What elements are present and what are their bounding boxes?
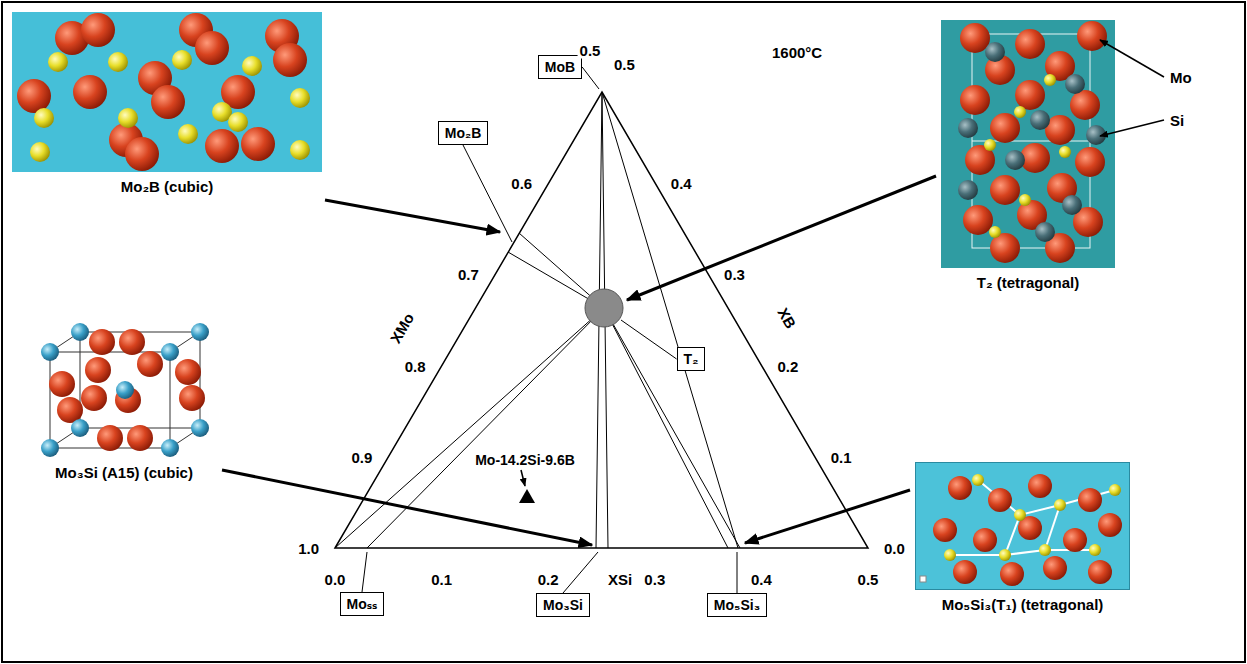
phase-label: Mo₃Si — [543, 596, 583, 614]
phase-box: Mo₂B — [438, 121, 489, 145]
panel-caption: Mo₂B (cubic) — [121, 178, 214, 196]
t2-phase-field — [585, 289, 623, 327]
alloy-composition: Mo-14.2Si-9.6B — [473, 452, 577, 469]
panel-caption: Mo₃Si (A15) (cubic) — [55, 464, 193, 482]
mo2b-crystal — [12, 12, 322, 172]
phase-box: MoB — [538, 55, 582, 79]
tick-label: 0.7 — [456, 266, 481, 283]
alloy-pointer — [521, 470, 525, 486]
structure-arrows — [222, 176, 936, 545]
crystal-panel: Mo₂B (cubic) — [12, 12, 322, 172]
phase-label: Moₛₛ — [347, 595, 378, 613]
phase-box: Moₛₛ — [340, 592, 385, 616]
tick-label: 0.8 — [403, 357, 428, 374]
tick-label: 0.0 — [882, 540, 907, 557]
tick-label: 1.0 — [296, 540, 321, 557]
tick-label: 0.2 — [775, 357, 800, 374]
tick-label: 0.0 — [323, 571, 348, 588]
phase-box: Mo₅Si₃ — [707, 593, 767, 617]
temperature-label: 1600°C — [770, 44, 824, 61]
leader-line — [362, 552, 367, 592]
phase-label: MoB — [545, 58, 575, 76]
phase-label: Mo₅Si₃ — [714, 596, 760, 614]
panel-caption: Mo₅Si₃(T₁) (tetragonal) — [942, 596, 1104, 614]
phase-box: T₂ — [677, 347, 706, 371]
atom-label: Si — [1168, 112, 1186, 129]
tick-label: 0.1 — [429, 571, 454, 588]
atom-label: Mo — [1168, 69, 1194, 86]
crystal-panel: Mo₃Si (A15) (cubic) — [28, 318, 220, 458]
ternary-triangle — [335, 92, 868, 548]
tick-label: 0.6 — [509, 175, 534, 192]
panel-caption: T₂ (tetragonal) — [977, 274, 1080, 292]
mo5si3-crystal — [915, 462, 1130, 590]
leader-line — [563, 552, 598, 593]
axis-title: XB — [773, 303, 800, 333]
atom-pointer — [1100, 120, 1164, 136]
leader-line — [621, 320, 677, 359]
leader-line — [737, 552, 738, 593]
alloy-marker — [519, 489, 535, 503]
phase-label: T₂ — [684, 350, 699, 368]
tick-label: 0.5 — [856, 571, 881, 588]
mo3si-crystal — [41, 323, 209, 457]
axis-title: XSi — [606, 571, 634, 588]
tick-label: 0.5 — [578, 42, 603, 59]
tick-label: 0.2 — [536, 571, 561, 588]
tick-label: 0.4 — [749, 571, 774, 588]
atom-pointer — [1100, 40, 1164, 77]
tick-label: 0.3 — [722, 266, 747, 283]
tick-label: 0.1 — [829, 448, 854, 465]
axis-title: XMo — [386, 308, 419, 347]
tick-label: 0.4 — [669, 175, 694, 192]
tick-label: 0.9 — [349, 448, 374, 465]
leader-line — [582, 67, 599, 89]
tick-label: 0.5 — [612, 56, 637, 73]
crystal-panel: Mo₅Si₃(T₁) (tetragonal) — [915, 462, 1130, 590]
phase-box: Mo₃Si — [536, 593, 590, 617]
leader-line — [463, 145, 512, 242]
crystal-panel: T₂ (tetragonal) — [941, 20, 1115, 268]
tick-label: 0.3 — [642, 571, 667, 588]
phase-label: Mo₂B — [445, 124, 482, 142]
t2-crystal — [941, 20, 1115, 268]
